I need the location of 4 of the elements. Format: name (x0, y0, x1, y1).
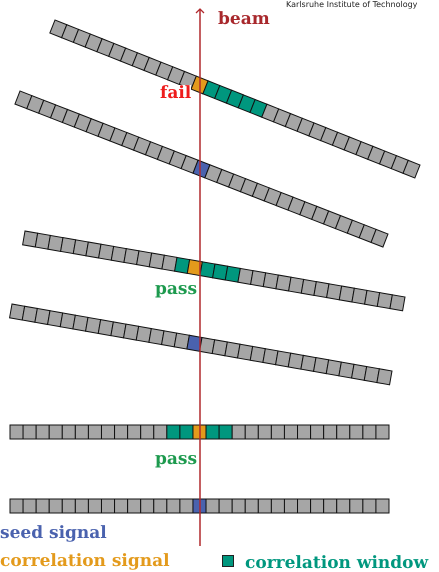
institution-text: Karlsruhe Institute of Technology (286, 1, 418, 9)
legend-label: seed signal (0, 525, 107, 542)
beam-label: beam (218, 11, 270, 28)
legend-label: correlation signal (0, 553, 170, 570)
